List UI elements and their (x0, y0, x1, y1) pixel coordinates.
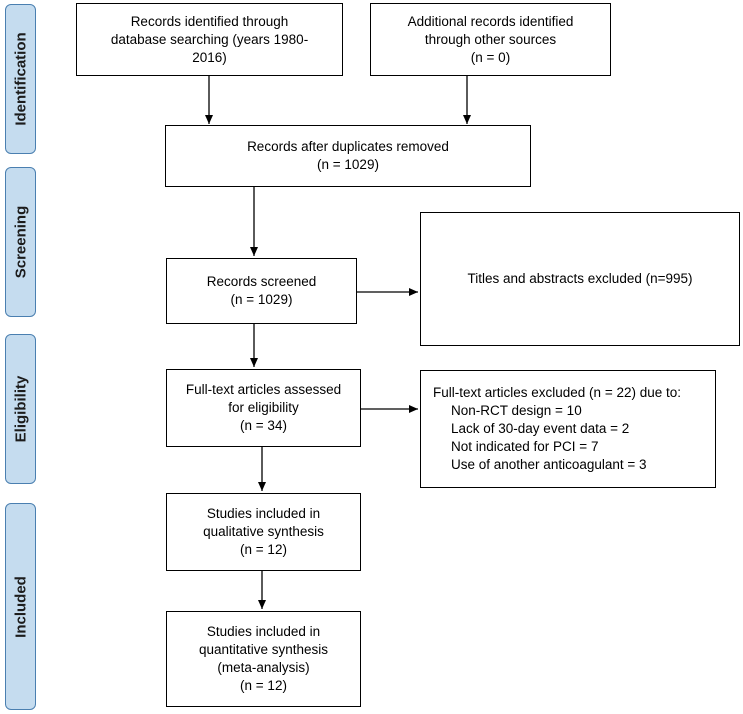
exclusion-reason: Non-RCT design = 10 (451, 403, 582, 418)
stage-included: Included (5, 503, 36, 710)
exclusion-reason: Lack of 30-day event data = 2 (451, 421, 630, 436)
box-line: Titles and abstracts excluded (n=995) (467, 271, 693, 286)
box-line: (n = 34) (240, 418, 287, 433)
quantitative-synthesis-box: Studies included in quantitative synthes… (166, 611, 361, 707)
box-line: (meta-analysis) (217, 660, 310, 675)
box-line: qualitative synthesis (203, 524, 324, 539)
box-line: 2016) (192, 49, 227, 65)
box-line: Records screened (206, 274, 317, 289)
box-line: database searching (years 1980- (110, 31, 309, 47)
box-line: (n = 1029) (230, 292, 293, 307)
fulltext-assessed-box: Full-text articles assessed for eligibil… (166, 369, 361, 447)
stage-eligibility: Eligibility (5, 334, 36, 484)
box-line: (n = 12) (240, 542, 287, 557)
box-line: quantitative synthesis (198, 642, 329, 657)
stage-identification: Identification (5, 4, 36, 154)
exclusion-reason: Use of another anticoagulant = 3 (451, 457, 647, 472)
box-line: through other sources (424, 31, 557, 47)
additional-records-box: Additional records identified through ot… (370, 3, 611, 76)
box-line: (n = 12) (240, 678, 287, 693)
box-line: (n = 0) (470, 49, 511, 65)
stage-screening: Screening (5, 167, 36, 317)
exclusion-reason: Not indicated for PCI = 7 (451, 439, 599, 454)
box-line: Studies included in (206, 624, 321, 639)
box-line: Additional records identified (407, 13, 574, 29)
box-line: Records after duplicates removed (247, 139, 449, 154)
exclusion-heading: Full-text articles excluded (n = 22) due… (433, 385, 681, 400)
box-line: for eligibility (228, 400, 299, 415)
fulltext-excluded-box: Full-text articles excluded (n = 22) due… (420, 370, 716, 488)
box-line: Records identified through (130, 13, 289, 29)
records-identified-box: Records identified through database sear… (76, 3, 343, 76)
records-screened-box: Records screened (n = 1029) (166, 258, 357, 324)
titles-excluded-box: Titles and abstracts excluded (n=995) (420, 212, 740, 346)
after-duplicates-box: Records after duplicates removed (n = 10… (165, 125, 531, 187)
box-line: Studies included in (206, 506, 321, 521)
qualitative-synthesis-box: Studies included in qualitative synthesi… (166, 493, 361, 571)
box-line: Full-text articles assessed (185, 382, 342, 397)
box-line: (n = 1029) (317, 157, 379, 172)
